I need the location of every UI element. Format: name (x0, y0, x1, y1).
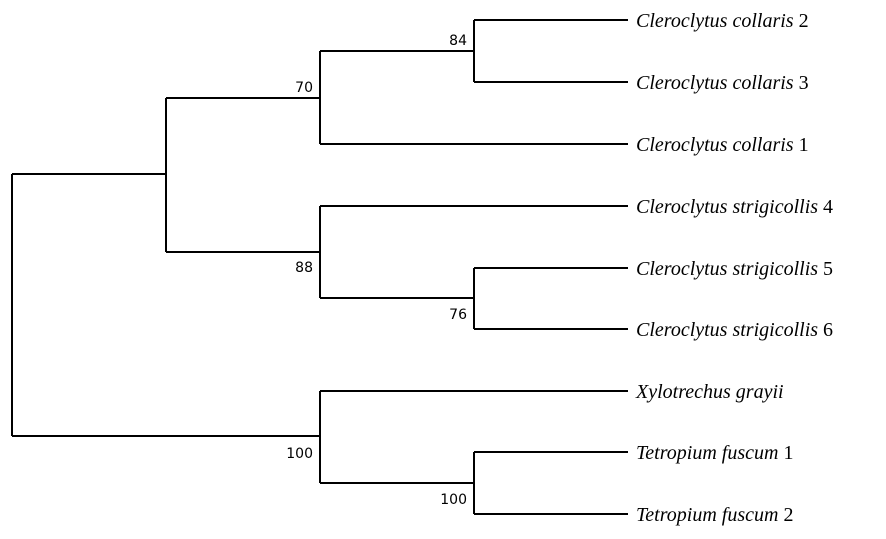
taxon-label: Cleroclytus strigicollis 6 (636, 319, 833, 341)
taxon-label: Cleroclytus collaris 3 (636, 72, 809, 94)
taxon-label: Cleroclytus collaris 1 (636, 134, 809, 156)
taxon-label: Xylotrechus grayii (635, 381, 784, 403)
bootstrap-label: 76 (449, 307, 467, 323)
bootstrap-label: 100 (440, 492, 467, 508)
bootstrap-label: 88 (295, 260, 313, 276)
bootstrap-label: 84 (449, 33, 467, 49)
taxon-label: Cleroclytus collaris 2 (636, 10, 809, 32)
taxon-label: Tetropium fuscum 1 (636, 442, 793, 464)
taxon-label: Cleroclytus strigicollis 4 (636, 196, 833, 218)
taxon-label: Tetropium fuscum 2 (636, 504, 793, 526)
bootstrap-label: 100 (286, 446, 313, 462)
taxon-label: Cleroclytus strigicollis 5 (636, 258, 833, 280)
bootstrap-label: 70 (295, 80, 313, 96)
